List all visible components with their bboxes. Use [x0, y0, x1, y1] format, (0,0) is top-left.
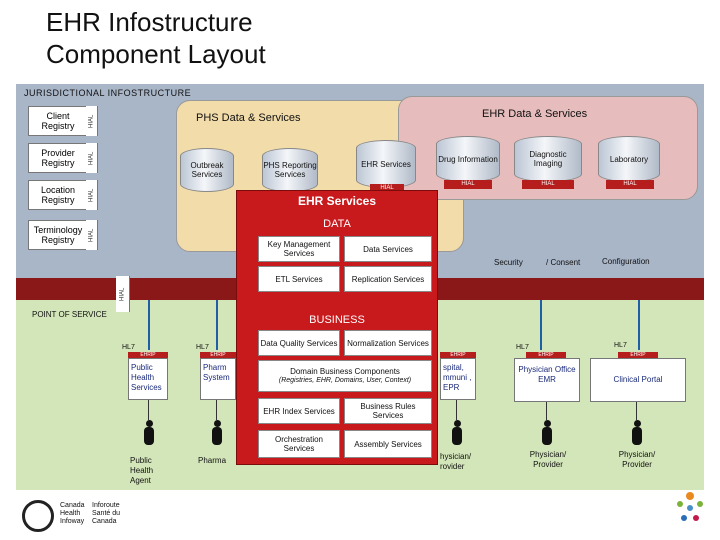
data-services: Data Services: [344, 236, 432, 262]
ehrip-pharmacy: EHRIP: [200, 352, 236, 358]
configuration-label: Configuration: [602, 257, 650, 266]
public-health-services-system: Public Health Services: [128, 358, 168, 400]
portal-provider-icon: [632, 420, 642, 446]
public-health-agent-icon: [144, 420, 154, 446]
office-provider-icon: [542, 420, 552, 446]
replication-services: Replication Services: [344, 266, 432, 292]
domain-business-title: Domain Business Components: [290, 367, 400, 376]
hl7-label-physician-office: HL7: [516, 344, 529, 351]
pos-hial-label: HIAL: [116, 276, 130, 312]
diagnostic-imaging-hial: HIAL: [522, 180, 574, 189]
business-section-label: BUSINESS: [309, 314, 365, 326]
phs-reporting-services: PHS Reporting Services: [262, 148, 318, 192]
provider-registry-label: Provider Registry: [41, 148, 75, 168]
diagnostic-imaging: Diagnostic Imaging: [514, 136, 582, 182]
pharmacist-line: [216, 400, 217, 420]
location-registry-label: Location Registry: [40, 185, 76, 205]
business-rules-services: Business Rules Services: [344, 398, 432, 424]
pharmacist-icon: [212, 420, 222, 446]
ehr-services-hial: HIAL: [370, 184, 404, 193]
client-registry-hial: HIAL: [86, 106, 98, 136]
ehr-data-title: EHR Data & Services: [482, 108, 588, 120]
title-line-1: EHR Infostructure: [46, 7, 253, 37]
page-title: EHR Infostructure Component Layout: [46, 6, 266, 70]
clinical-portal: Clinical Portal: [590, 358, 686, 402]
portal-provider-line: [636, 402, 637, 420]
assembly-services: Assembly Services: [344, 430, 432, 458]
ehrip-clinical-portal: EHRIP: [618, 352, 658, 358]
clinical-portal-connector: [638, 300, 640, 350]
ehrip-public-health: EHRIP: [128, 352, 168, 358]
portal-provider-label: Physician/ Provider: [618, 450, 656, 469]
domain-business-subtitle: (Registries, EHR, Domains, User, Context…: [278, 377, 412, 384]
data-quality-services: Data Quality Services: [258, 330, 340, 356]
security-label: Security: [494, 258, 523, 267]
etl-services: ETL Services: [258, 266, 340, 292]
terminology-registry-hial: HIAL: [86, 220, 98, 250]
ehr-services-cylinder: EHR Services: [356, 140, 416, 188]
laboratory: Laboratory: [598, 136, 660, 182]
provider-registry-hial: HIAL: [86, 143, 98, 173]
terminology-registry-label: Terminology Registry: [33, 225, 83, 245]
footer-english: Canada Health Infoway: [60, 502, 85, 525]
ehrip-physician-office: EHRIP: [526, 352, 566, 358]
physician-office-emr: Physician Office EMR: [514, 358, 580, 402]
domain-business-components: Domain Business Components (Registries, …: [258, 360, 432, 392]
drug-information-hial: HIAL: [444, 180, 492, 189]
consent-label: / Consent: [546, 258, 581, 267]
office-provider-line: [546, 402, 547, 420]
outbreak-services: Outbreak Services: [180, 148, 234, 192]
ehr-services-title: EHR Services: [297, 194, 377, 208]
title-line-2: Component Layout: [46, 39, 266, 69]
infoway-logo-icon: [22, 500, 54, 532]
pharmacy-system: Pharm System: [200, 358, 236, 400]
location-registry-hial: HIAL: [86, 180, 98, 210]
normalization-services: Normalization Services: [344, 330, 432, 356]
phs-title: PHS Data & Services: [196, 112, 301, 124]
hl7-label-pharmacy: HL7: [196, 344, 209, 351]
hl7-label-public-health: HL7: [122, 344, 135, 351]
physician-office-connector: [540, 300, 542, 350]
hospital-provider-icon: [452, 420, 462, 446]
decorative-star-icon: [674, 490, 706, 530]
pharmacy-connector: [216, 300, 218, 350]
ehrip-hospital: EHRIP: [440, 352, 476, 358]
jurisdictional-label: JURISDICTIONAL INFOSTRUCTURE: [24, 88, 192, 98]
public-health-agent-line: [148, 400, 149, 420]
ehr-index-services: EHR Index Services: [258, 398, 340, 424]
key-management-services: Key Management Services: [258, 236, 340, 262]
point-of-service-label: POINT OF SERVICE: [32, 310, 107, 319]
data-section-label: DATA: [323, 218, 351, 230]
laboratory-hial: HIAL: [606, 180, 654, 189]
hl7-label-clinical-portal: HL7: [614, 342, 627, 349]
orchestration-services: Orchestration Services: [258, 430, 340, 458]
pharmacist-label: Pharma: [198, 456, 227, 465]
public-health-connector: [148, 300, 150, 350]
client-registry-label: Client Registry: [41, 111, 75, 131]
hospital-system: spital, mmuni , EPR: [440, 358, 476, 400]
office-provider-label: Physician/ Provider: [529, 450, 567, 469]
footer-french: Inforoute Santé du Canada: [92, 502, 121, 525]
public-health-agent-label: Public Health Agent: [130, 456, 154, 485]
hospital-provider-label: hysician/ rovider: [440, 452, 472, 471]
hospital-provider-line: [456, 400, 457, 420]
drug-information: Drug Information: [436, 136, 500, 182]
